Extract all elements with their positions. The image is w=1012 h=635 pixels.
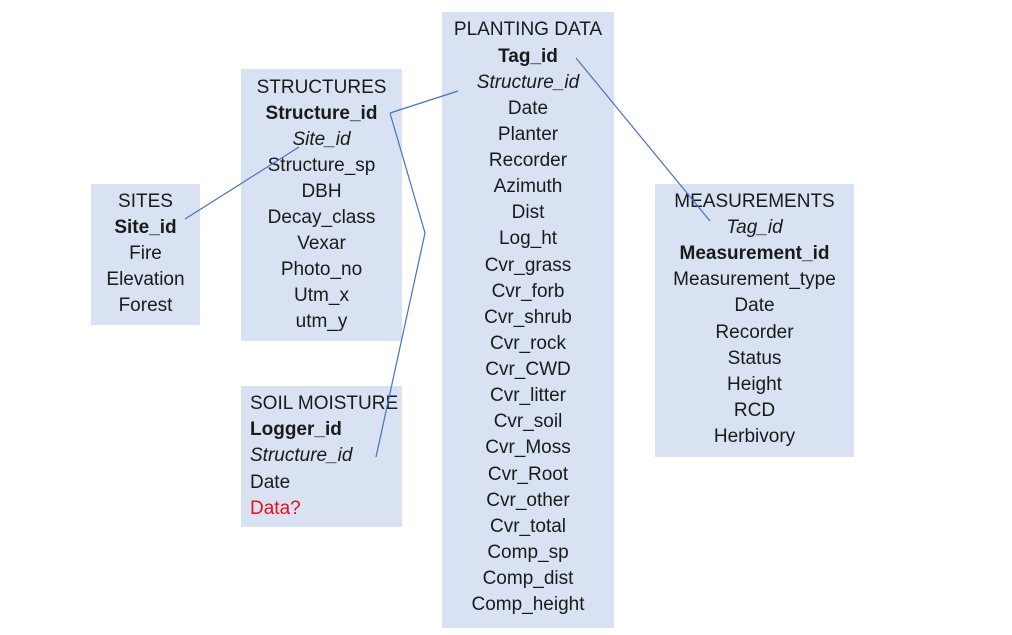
primary-key-field: Logger_id [250,419,342,440]
field: Recorder [488,150,568,171]
field: Cvr_CWD [485,359,571,380]
table-title: STRUCTURES [256,77,387,98]
field: Forest [118,295,173,316]
foreign-key-field: Structure_id [250,445,353,466]
field: Cvr_Moss [485,437,571,458]
table-sites: SITES Site_id Fire Elevation Forest [91,184,200,325]
field: Date [734,295,775,316]
field: Structure_sp [267,155,376,176]
primary-key-field: Site_id [114,217,177,238]
field: Fire [129,243,162,264]
field: Cvr_rock [489,333,566,354]
table-structures: STRUCTURES Structure_id Site_id Structur… [241,69,402,341]
field: Photo_no [280,259,363,280]
field: Cvr_other [486,490,570,511]
table-measurements: MEASUREMENTS Tag_id Measurement_id Measu… [655,184,854,457]
field: Status [727,348,782,369]
field: Herbivory [713,426,796,447]
table-title: SITES [118,191,173,212]
field: Comp_dist [482,568,574,589]
primary-key-field: Tag_id [498,46,558,67]
table-title: PLANTING DATA [453,19,603,40]
foreign-key-field: Site_id [292,129,351,150]
field: Cvr_grass [484,255,572,276]
note-field: Data? [250,498,301,519]
field: Cvr_total [489,516,567,537]
field: Elevation [106,269,185,290]
field: Recorder [715,322,794,343]
table-title: SOIL MOISTURE [250,393,399,414]
foreign-key-field: Structure_id [476,72,580,93]
field: Log_ht [498,228,558,249]
table-planting-data: PLANTING DATA Tag_id Structure_id Date P… [442,12,614,628]
field: Utm_x [294,285,349,306]
field: Azimuth [493,176,563,197]
field: Dist [511,202,545,223]
table-soil-moisture: SOIL MOISTURE Logger_id Structure_id Dat… [241,386,402,527]
field: Cvr_Root [487,464,569,485]
field: utm_y [295,311,348,332]
field: Decay_class [267,207,376,228]
table-title: MEASUREMENTS [674,191,835,212]
field: Height [727,374,782,395]
field: Comp_sp [487,542,569,563]
field: Date [507,98,549,119]
field: RCD [733,400,776,421]
field: Measurement_type [673,269,836,290]
field: Cvr_forb [491,281,565,302]
primary-key-field: Structure_id [265,103,378,124]
field: Cvr_shrub [484,307,572,328]
field: DBH [301,181,342,202]
field: Cvr_litter [489,385,566,406]
field: Cvr_soil [493,411,563,432]
primary-key-field: Measurement_id [679,243,830,264]
field: Comp_height [471,594,585,615]
field: Planter [497,124,559,145]
foreign-key-field: Tag_id [726,217,783,238]
field: Vexar [297,233,346,254]
field: Date [250,472,291,493]
